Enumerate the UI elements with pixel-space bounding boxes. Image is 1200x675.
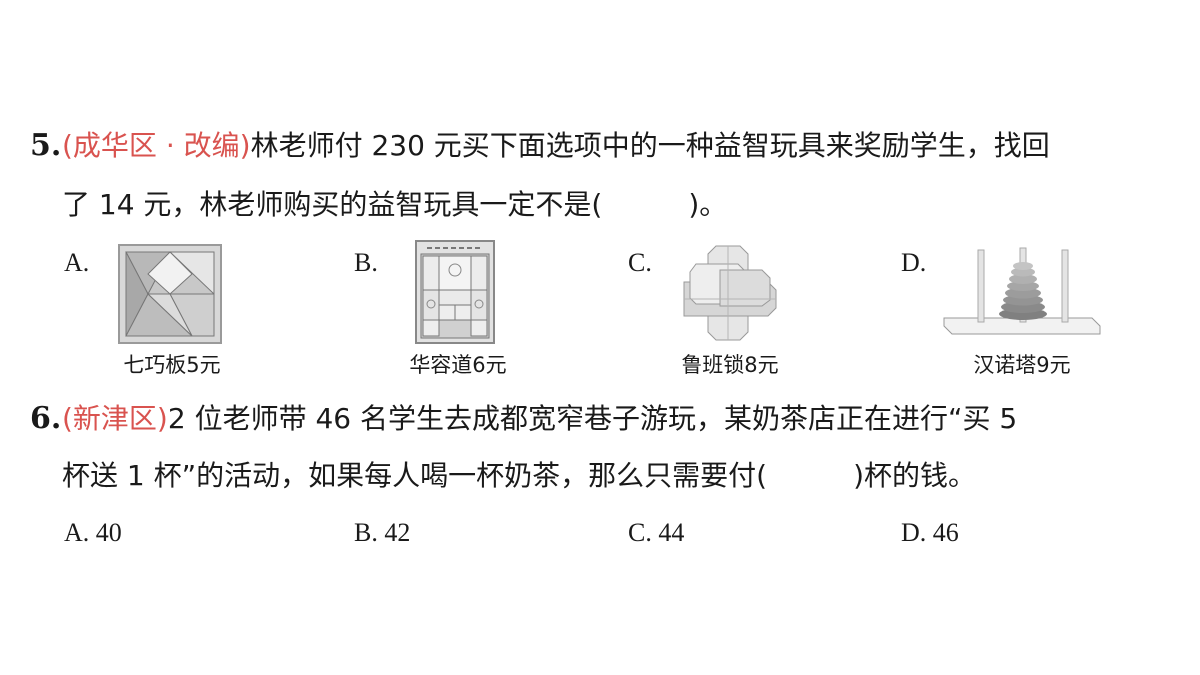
question-text: 2 位老师带 46 名学生去成都宽窄巷子游玩，某奶茶店正在进行“买 5: [167, 402, 1018, 435]
hanoi-tower-icon: [943, 247, 1101, 335]
option-c-caption: 鲁班锁8元: [681, 353, 779, 377]
question-number: 6.: [30, 401, 62, 436]
option-a[interactable]: A. 40: [64, 518, 122, 547]
option-b-caption: 华容道6元: [409, 353, 507, 377]
tangram-icon: [118, 244, 222, 344]
option-d-caption: 汉诺塔9元: [973, 353, 1071, 377]
question-text: 了 14 元，林老师购买的益智玩具一定不是(: [62, 188, 603, 221]
question-line-1: (新津区)2 位老师带 46 名学生去成都宽窄巷子游玩，某奶茶店正在进行“买 5: [62, 401, 1017, 437]
question-line-1: (成华区 · 改编)林老师付 230 元买下面选项中的一种益智玩具来奖励学生，找…: [62, 128, 1050, 164]
question-line-2: 杯送 1 杯”的活动，如果每人喝一杯奶茶，那么只需要付( )杯的钱。: [62, 458, 976, 494]
option-d-letter: D.: [901, 248, 927, 277]
question-source: (成华区 · 改编): [62, 129, 251, 162]
question-number: 5.: [30, 128, 62, 163]
option-c-letter: C.: [628, 248, 652, 277]
option-b-letter: B.: [354, 248, 378, 277]
question-source: (新津区): [62, 402, 168, 435]
huarongdao-puzzle-icon: [415, 240, 495, 344]
question-text: 林老师付 230 元买下面选项中的一种益智玩具来奖励学生，找回: [250, 129, 1050, 162]
question-text: 杯送 1 杯”的活动，如果每人喝一杯奶茶，那么只需要付(: [62, 459, 768, 492]
option-a-caption: 七巧板5元: [123, 353, 221, 377]
question-text: )。: [688, 188, 728, 221]
option-a-letter: A.: [64, 248, 90, 277]
question-line-2: 了 14 元，林老师购买的益智玩具一定不是( )。: [62, 187, 727, 223]
option-c[interactable]: C. 44: [628, 518, 685, 547]
question-text: )杯的钱。: [853, 459, 976, 492]
option-b[interactable]: B. 42: [354, 518, 411, 547]
option-d[interactable]: D. 46: [901, 518, 959, 547]
luban-lock-icon: [683, 245, 777, 341]
